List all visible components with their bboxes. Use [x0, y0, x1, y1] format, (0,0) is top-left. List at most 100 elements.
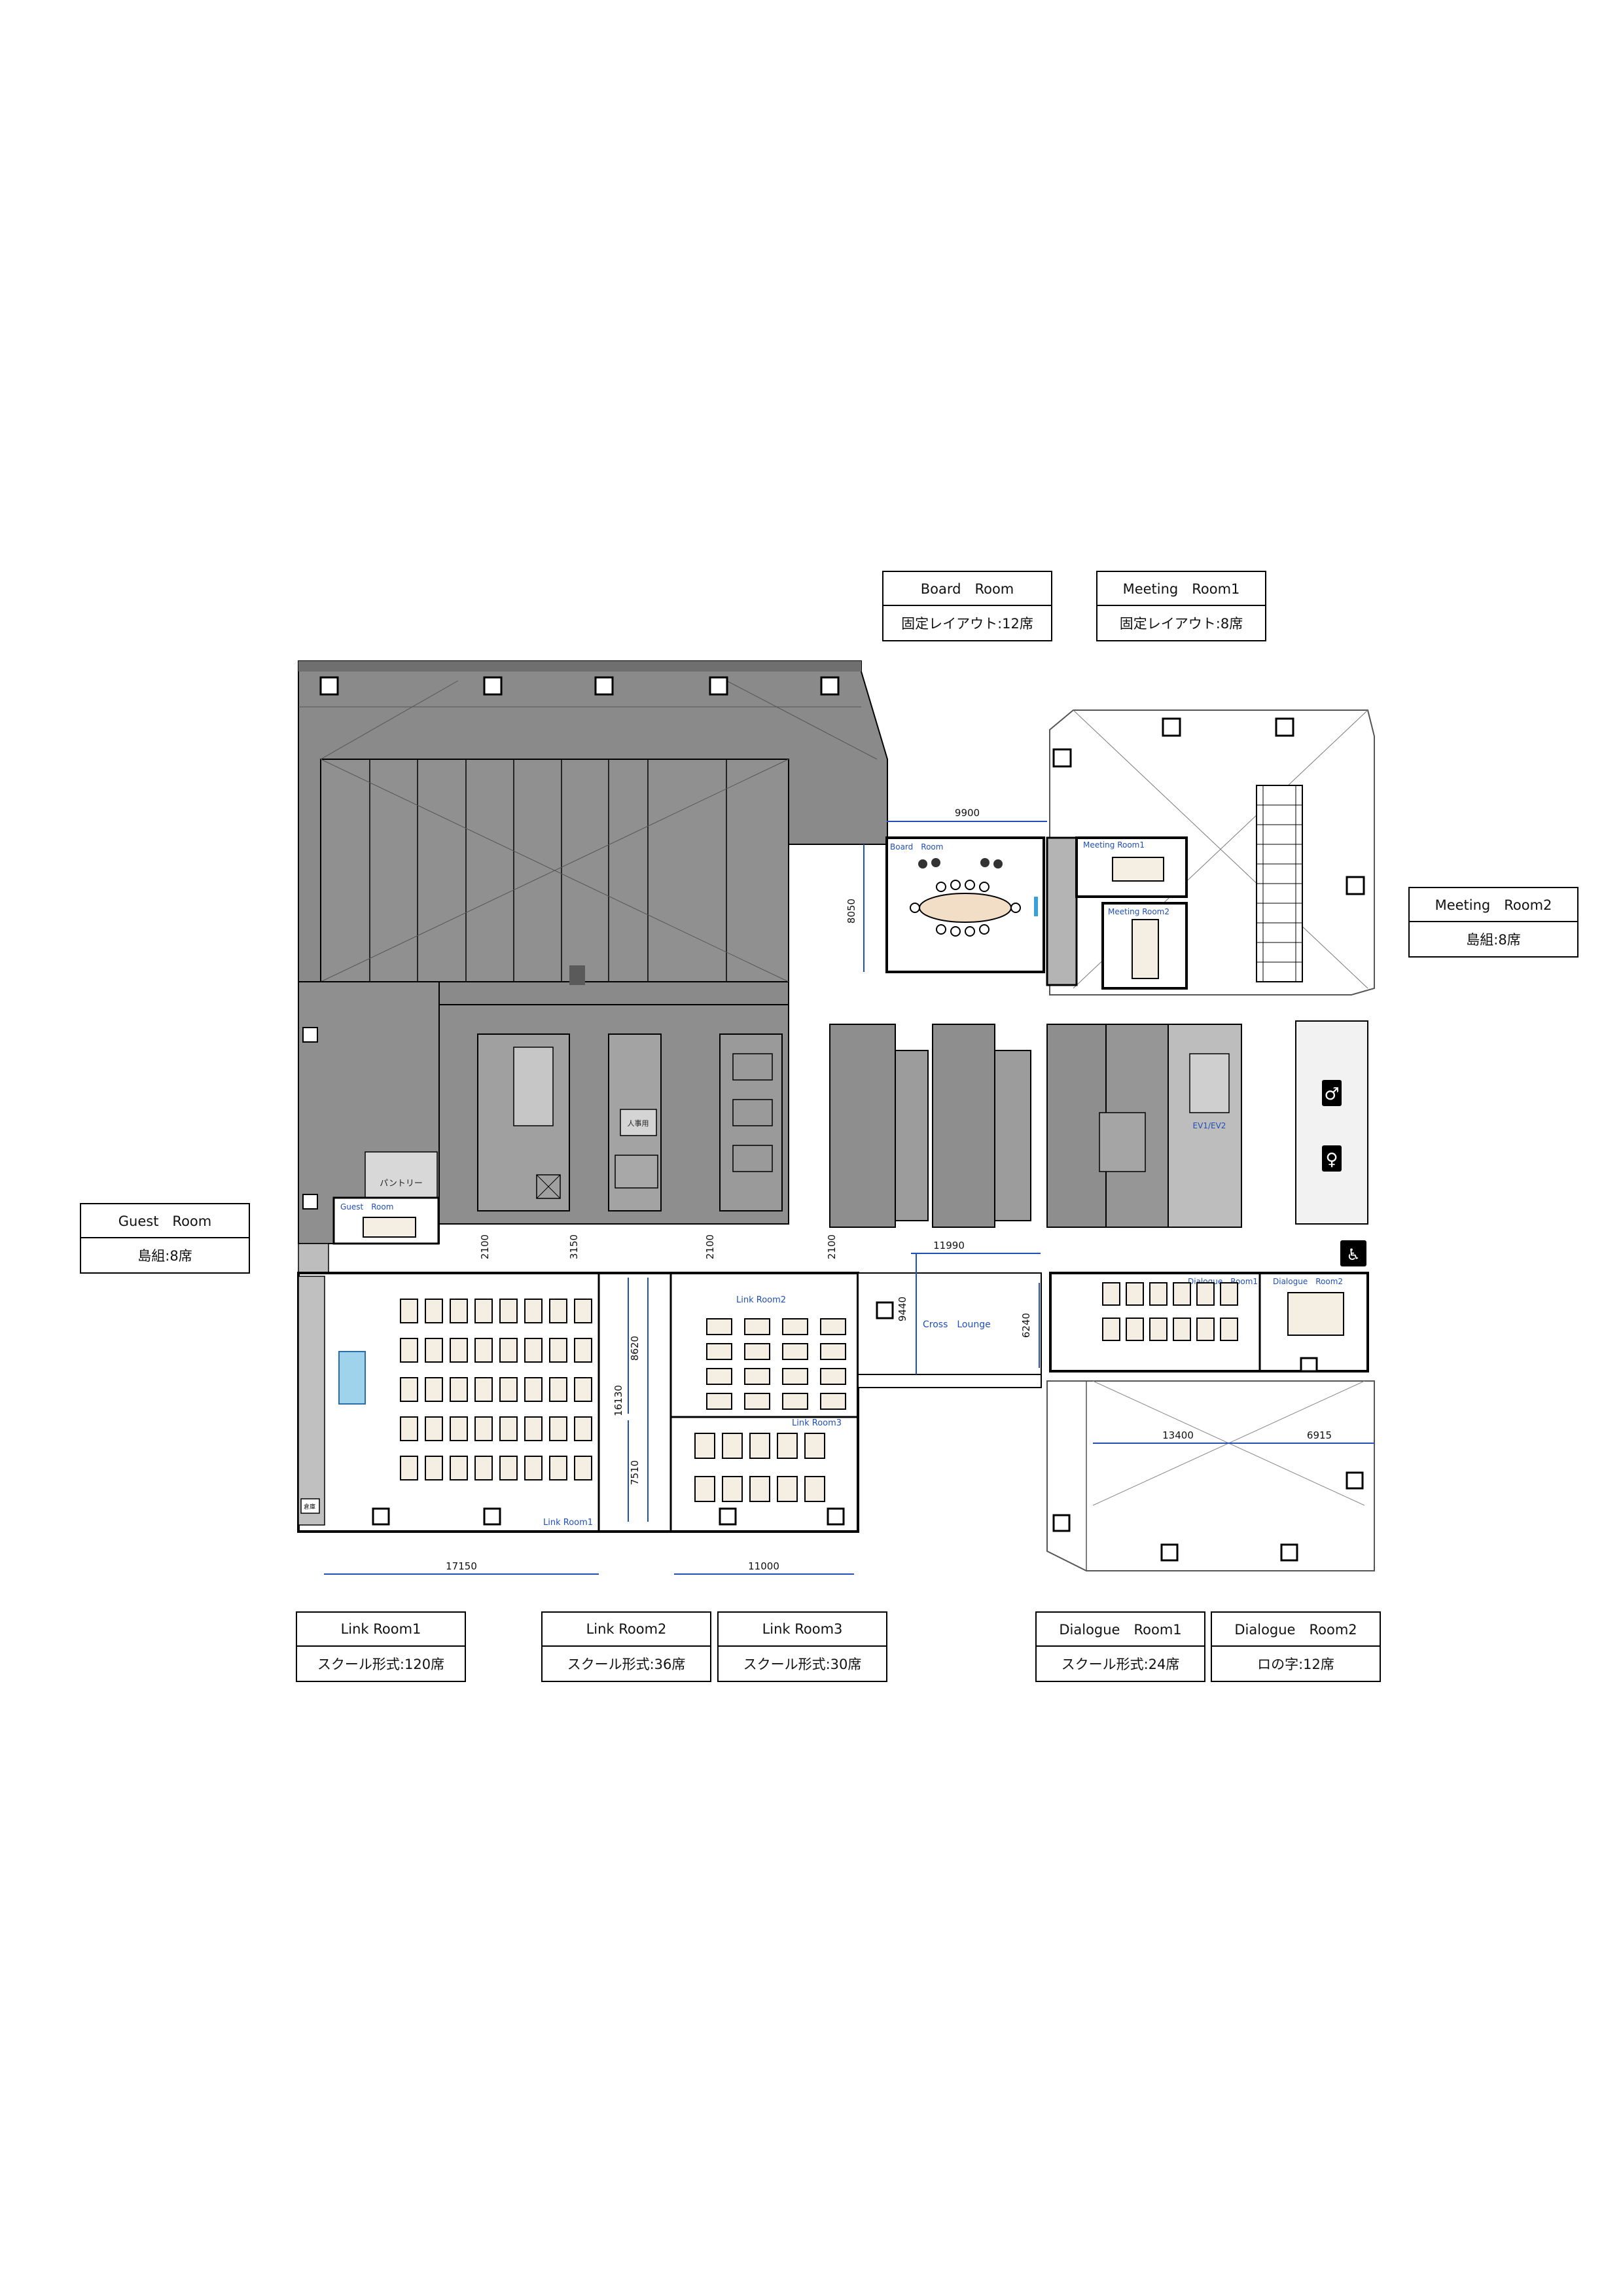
desk — [1102, 1282, 1120, 1306]
dim-link1-width: 17150 — [446, 1560, 477, 1572]
link-room1-plan-label: Link Room1 — [543, 1518, 593, 1528]
link-room3-plan-label: Link Room3 — [792, 1418, 842, 1428]
dialogue-room2-title: Dialogue Room2 — [1212, 1613, 1380, 1647]
dim-link-total-depth: 16130 — [613, 1385, 624, 1416]
women-restroom-icon: ♀ — [1325, 1150, 1338, 1170]
desk — [1196, 1318, 1215, 1341]
desk — [777, 1433, 798, 1459]
dimension-values: 9900 8050 2100 3150 2100 2100 11990 9440… — [446, 807, 1332, 1572]
desk — [722, 1476, 743, 1502]
desk — [474, 1456, 493, 1480]
meeting-room-zone: Meeting Room1 Meeting Room2 — [1046, 709, 1375, 996]
dim-dialogue-depth: 6240 — [1020, 1313, 1032, 1338]
desk — [1173, 1282, 1191, 1306]
desk — [744, 1393, 770, 1410]
dialogue-room2-plan-label: Dialogue Room2 — [1273, 1277, 1343, 1286]
desk — [425, 1377, 443, 1402]
desk — [749, 1476, 770, 1502]
desk — [524, 1377, 543, 1402]
desk — [549, 1377, 567, 1402]
desk — [400, 1416, 418, 1441]
desk — [450, 1299, 468, 1323]
dialogue-room1-title: Dialogue Room1 — [1037, 1613, 1204, 1647]
meeting-room2-title: Meeting Room2 — [1410, 888, 1577, 922]
desk — [574, 1456, 592, 1480]
desk — [400, 1377, 418, 1402]
desk — [450, 1456, 468, 1480]
desk — [549, 1299, 567, 1323]
meeting-room2-capacity: 島組:8席 — [1466, 932, 1521, 948]
link-room1-desks — [400, 1299, 592, 1480]
desk — [549, 1416, 567, 1441]
desk — [820, 1343, 846, 1360]
desk — [425, 1456, 443, 1480]
desk — [524, 1338, 543, 1363]
dimension-lines — [324, 821, 1374, 1575]
dim-guest-corridor-a: 2100 — [479, 1234, 491, 1259]
link-room3-title: Link Room3 — [719, 1613, 886, 1647]
desk — [744, 1318, 770, 1335]
upper-dark-zone — [298, 660, 888, 1005]
desk — [425, 1299, 443, 1323]
desk — [1220, 1318, 1238, 1341]
dim-terrace-width: 13400 — [1162, 1429, 1194, 1441]
desk — [722, 1433, 743, 1459]
desk — [694, 1476, 715, 1502]
desk — [782, 1393, 808, 1410]
desk — [499, 1377, 518, 1402]
meeting-room1-label: Meeting Room1 固定レイアウト:8席 — [1096, 571, 1266, 641]
desk — [474, 1338, 493, 1363]
link-room1-title: Link Room1 — [297, 1613, 465, 1647]
desk — [549, 1338, 567, 1363]
desk — [400, 1456, 418, 1480]
dim-link23-width: 11000 — [748, 1560, 779, 1572]
desk — [524, 1416, 543, 1441]
cross-lounge: Cross Lounge — [857, 1272, 1042, 1388]
desk — [749, 1433, 770, 1459]
desk — [706, 1368, 732, 1385]
desk — [1126, 1282, 1144, 1306]
desk — [777, 1476, 798, 1502]
dim-corridor-c: 2100 — [704, 1234, 716, 1259]
elevator-label: EV1/EV2 — [1193, 1121, 1226, 1130]
desk — [706, 1393, 732, 1410]
guest-room: Guest Room — [332, 1196, 440, 1245]
desk — [782, 1318, 808, 1335]
desk — [694, 1433, 715, 1459]
link-room3-label: Link Room3 スクール形式:30席 — [717, 1611, 887, 1682]
desk — [400, 1299, 418, 1323]
dim-guest-corridor-b: 3150 — [568, 1234, 580, 1259]
desk — [574, 1299, 592, 1323]
desk — [1126, 1318, 1144, 1341]
board-room-plan-label: Board Room — [890, 842, 943, 852]
desk — [744, 1343, 770, 1360]
dim-board-width: 9900 — [955, 807, 980, 819]
dim-link3-depth: 7510 — [629, 1460, 641, 1485]
meeting-room1-plan-label: Meeting Room1 — [1083, 840, 1145, 850]
desk — [524, 1456, 543, 1480]
desk — [1220, 1282, 1238, 1306]
link-room2-desks — [706, 1318, 846, 1410]
desk — [524, 1299, 543, 1323]
desk — [499, 1299, 518, 1323]
link-room2-title: Link Room2 — [543, 1613, 710, 1647]
desk — [574, 1338, 592, 1363]
desk — [574, 1416, 592, 1441]
dim-board-depth: 8050 — [846, 899, 857, 924]
board-room: Board Room — [885, 836, 1045, 973]
link-room2-plan-label: Link Room2 — [736, 1295, 786, 1305]
desk — [820, 1368, 846, 1385]
link-room3-capacity: スクール形式:30席 — [743, 1657, 862, 1672]
cross-lounge-label: Cross Lounge — [923, 1319, 991, 1330]
desk — [1173, 1318, 1191, 1341]
desk — [706, 1343, 732, 1360]
dim-lounge-depth: 9440 — [897, 1297, 908, 1321]
desk — [574, 1377, 592, 1402]
desk — [400, 1338, 418, 1363]
men-restroom-icon: ♂ — [1324, 1085, 1339, 1104]
desk — [706, 1318, 732, 1335]
dim-lounge-width: 11990 — [933, 1240, 965, 1251]
pantry-label: パントリー — [380, 1179, 423, 1189]
desk — [450, 1338, 468, 1363]
desk — [1149, 1282, 1168, 1306]
